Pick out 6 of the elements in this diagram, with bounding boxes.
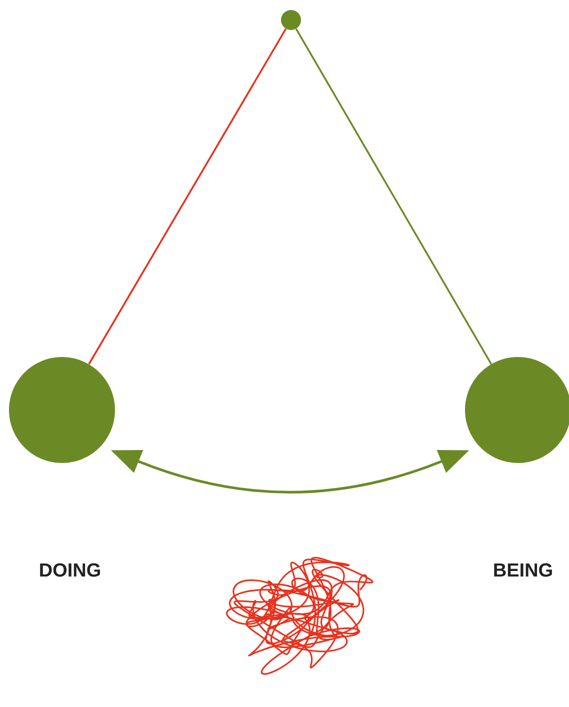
string-line [295, 28, 492, 364]
side-label: DOING [40, 563, 100, 577]
string-line [88, 28, 287, 365]
pivot-dot [281, 10, 301, 30]
ball [9, 357, 115, 463]
side-label: BEING [494, 563, 552, 577]
